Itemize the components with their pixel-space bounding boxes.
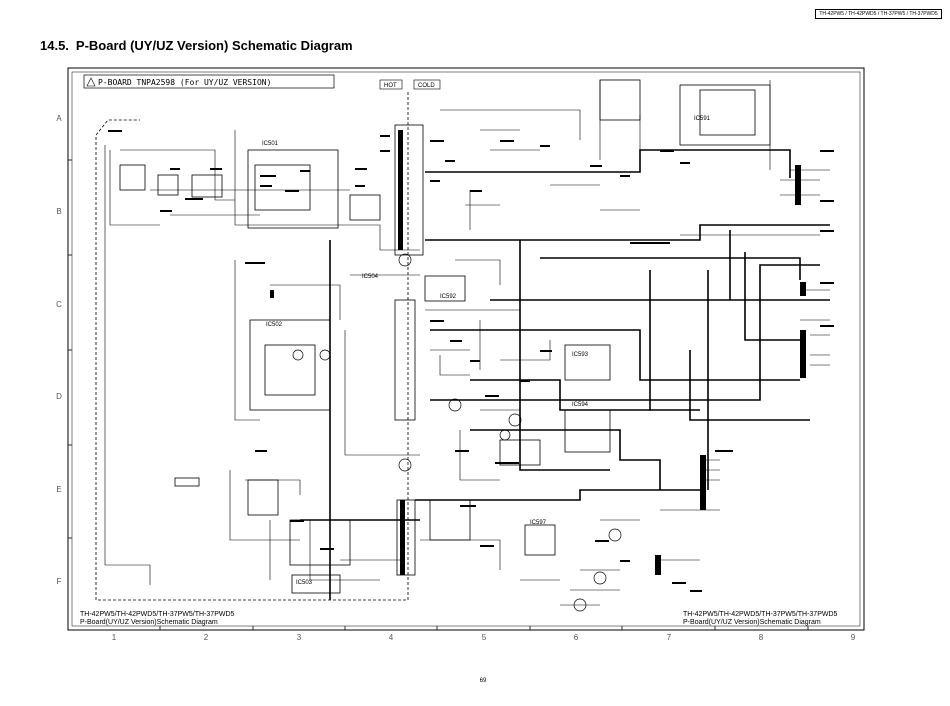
cold-zone-label: COLD	[418, 83, 435, 89]
column-label-6: 6	[574, 633, 579, 642]
caption-right-line2: P-Board(UY/UZ Version)Schematic Diagram	[683, 619, 821, 626]
caption-left-line1: TH-42PW5/TH-42PWD5/TH-37PW5/TH-37PWD5	[80, 611, 235, 618]
transistor-symbols	[292, 253, 622, 612]
row-label-c: C	[56, 300, 62, 309]
row-label-a: A	[56, 114, 62, 123]
section-title-text: P-Board (UY/UZ Version) Schematic Diagra…	[75, 38, 353, 53]
row-label-e: E	[56, 485, 61, 494]
column-label-1: 1	[112, 633, 117, 642]
caption-right-line1: TH-42PW5/TH-42PWD5/TH-37PW5/TH-37PWD5	[683, 611, 838, 618]
model-number-box: TH-42PW5 / TH-42PWD5 / TH-37PW5 / TH-37P…	[815, 9, 942, 19]
hot-cold-boundary	[95, 92, 409, 601]
column-label-4: 4	[389, 633, 394, 642]
board-label-box: P-BOARD TNPA2598 (For UY/UZ VERSION)	[83, 74, 335, 89]
ic502-label: IC502	[266, 322, 283, 328]
column-label-3: 3	[297, 633, 302, 642]
column-label-9: 9	[851, 633, 856, 642]
ic593-label: IC593	[572, 352, 589, 358]
cold-zone-box	[413, 79, 441, 90]
board-label-text: P-BOARD TNPA2598 (For UY/UZ VERSION)	[98, 78, 271, 87]
page-number: 69	[479, 678, 487, 684]
ic591-label: IC591	[694, 116, 711, 122]
row-label-d: D	[56, 392, 62, 401]
column-label-2: 2	[204, 633, 209, 642]
ic504-label: IC504	[362, 274, 379, 280]
section-number: 14.5.	[40, 38, 69, 53]
column-label-5: 5	[482, 633, 487, 642]
row-label-b: B	[56, 207, 61, 216]
caption-left: TH-42PW5/TH-42PWD5/TH-37PW5/TH-37PWD5 P-…	[80, 611, 234, 627]
ic597-label: IC597	[530, 520, 547, 526]
ic501-label: IC501	[262, 141, 279, 147]
hot-zone-label: HOT	[384, 83, 397, 89]
ic594-label: IC594	[572, 402, 589, 408]
warning-triangle-icon	[86, 77, 96, 87]
component-markings	[108, 130, 834, 592]
column-label-8: 8	[759, 633, 764, 642]
ic503-label: IC503	[296, 580, 313, 586]
ic592-label: IC592	[440, 294, 457, 300]
grid-ticks	[68, 159, 809, 630]
row-label-f: F	[57, 577, 62, 586]
column-label-7: 7	[667, 633, 672, 642]
hot-zone-box	[379, 79, 403, 90]
section-title: 14.5. P-Board (UY/UZ Version) Schematic D…	[40, 38, 353, 53]
schematic-frame	[67, 67, 865, 631]
connectors	[398, 130, 806, 575]
caption-left-line2: P-Board(UY/UZ Version)Schematic Diagram	[80, 619, 218, 626]
caption-right: TH-42PW5/TH-42PWD5/TH-37PW5/TH-37PWD5 P-…	[683, 611, 837, 627]
component-boxes	[119, 79, 771, 594]
wiring-thin	[104, 80, 830, 606]
